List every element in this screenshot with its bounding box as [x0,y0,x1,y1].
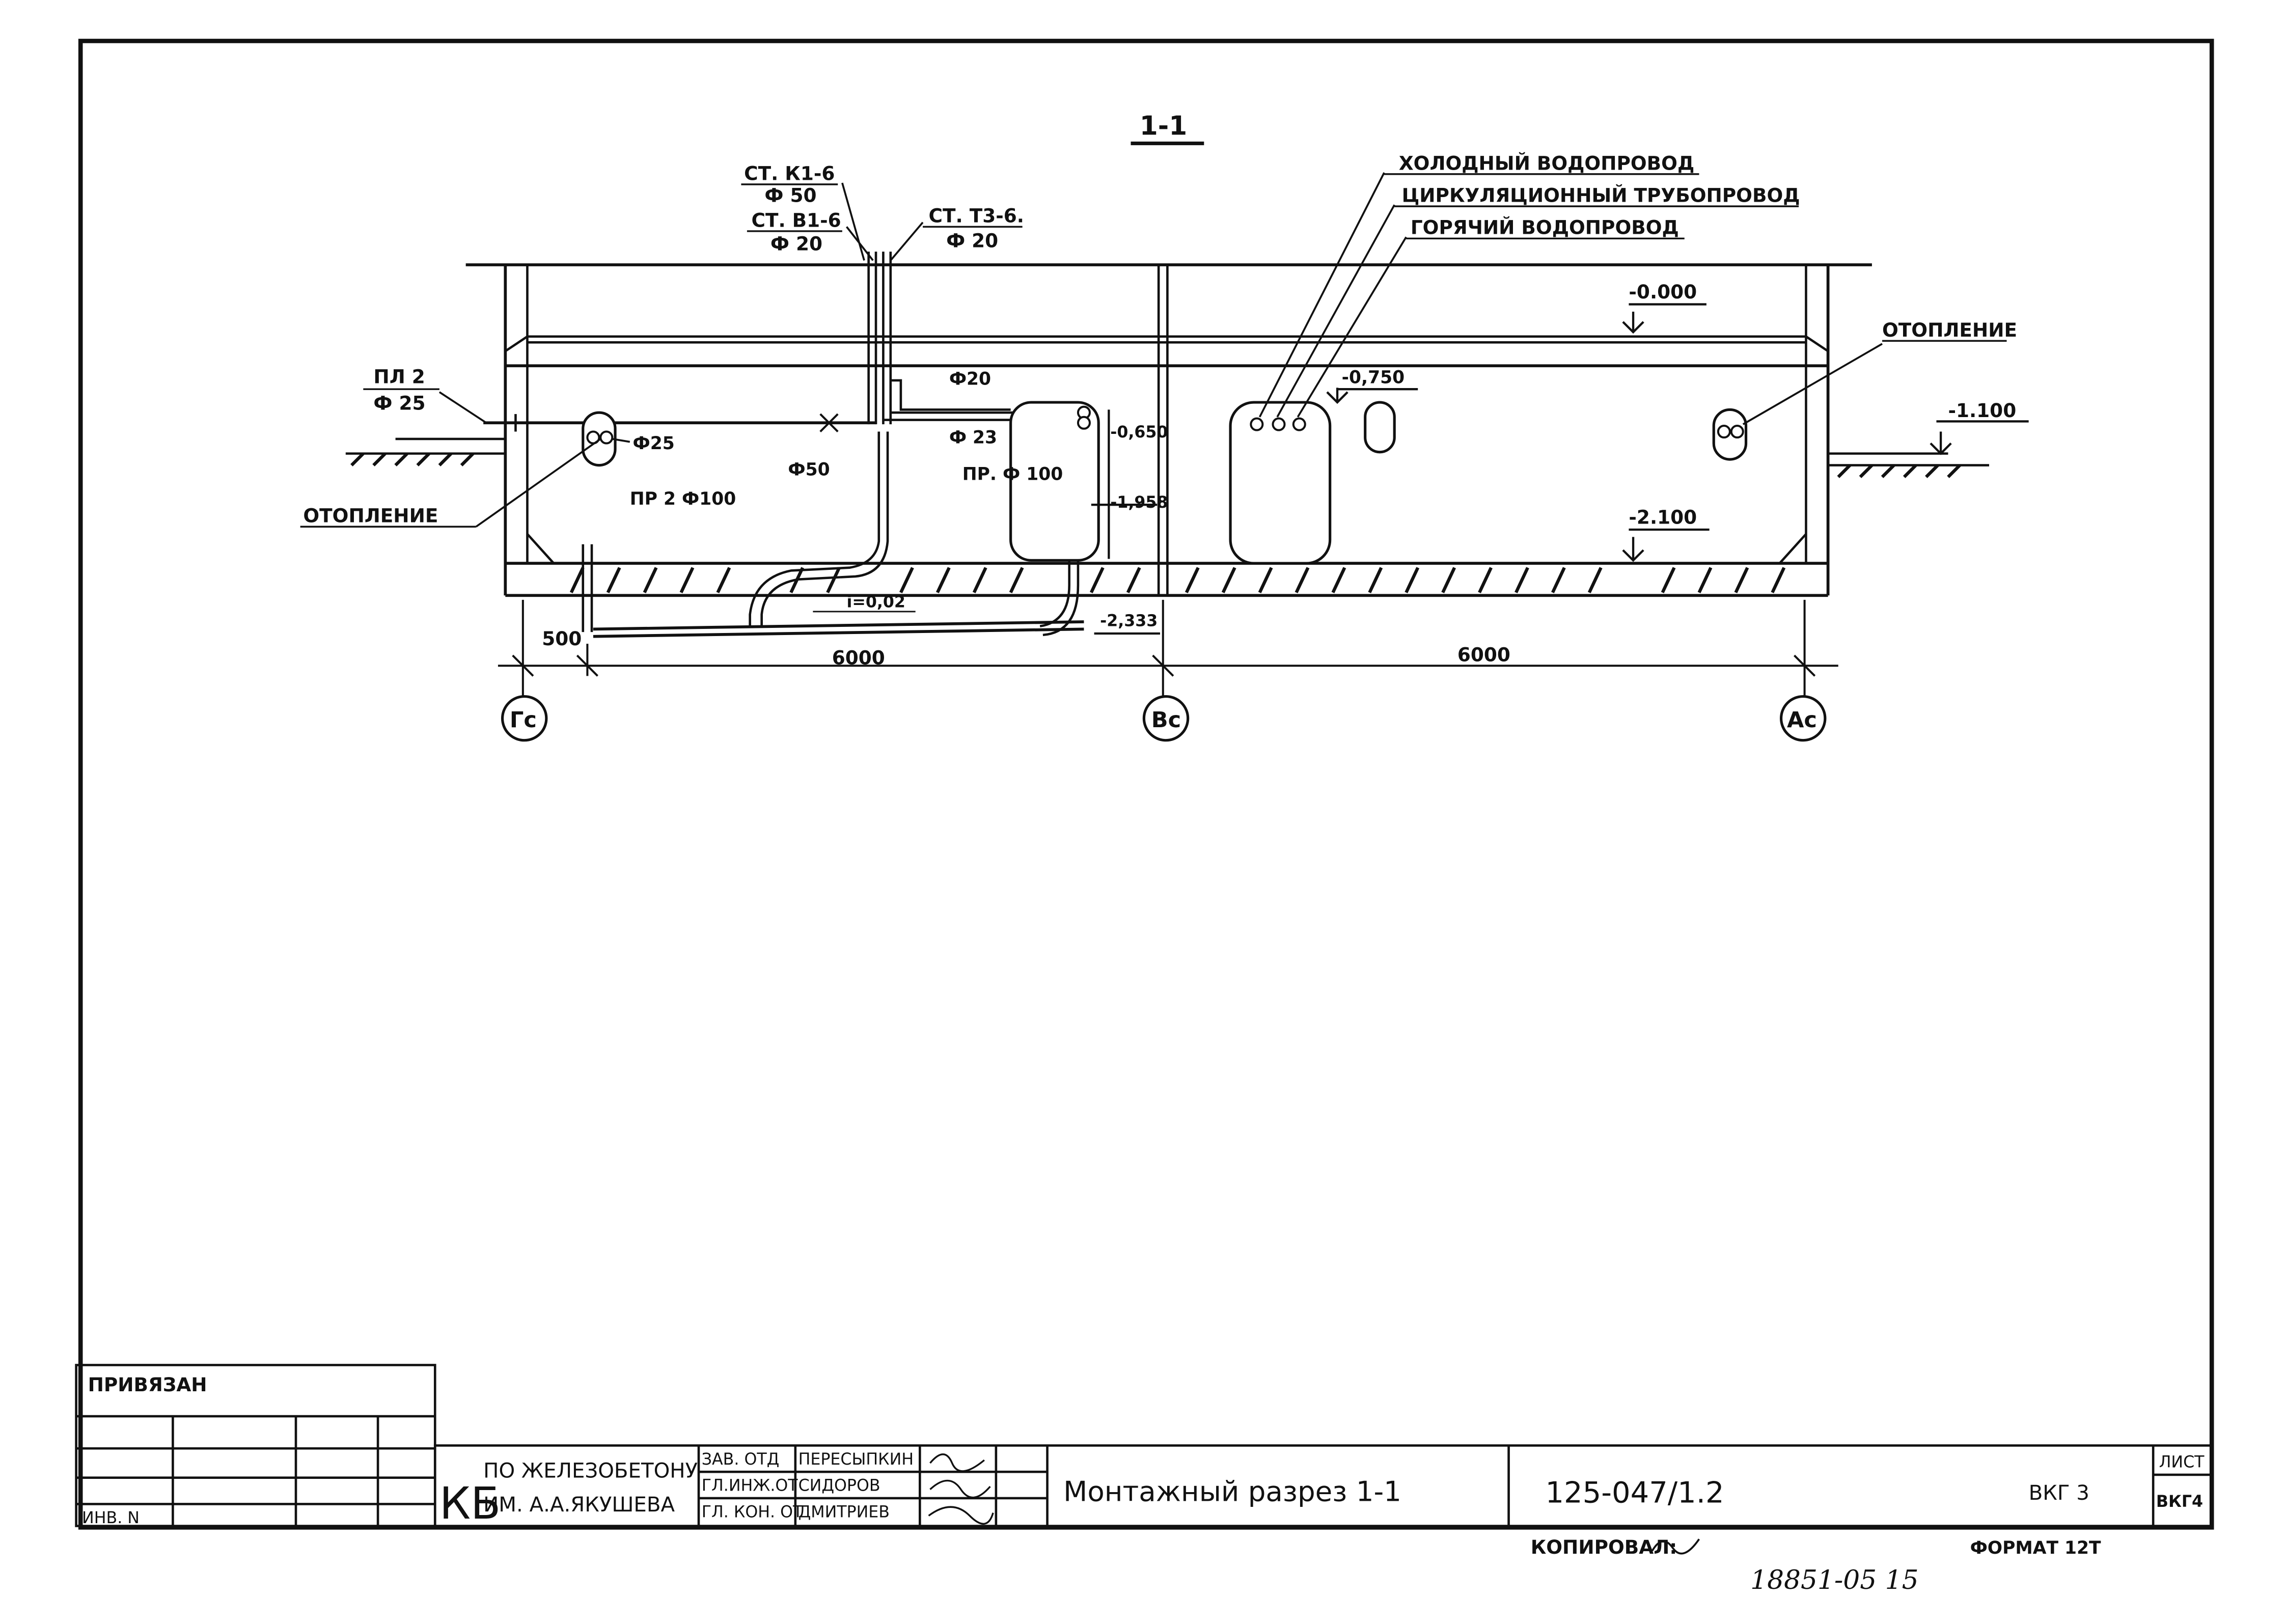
org-mark: КБ [439,1478,501,1529]
axis-label-gs: Гс [510,707,537,733]
role-3: ГЛ. КОН. ОТ [702,1503,803,1521]
name-3: ДМИТРИЕВ [799,1503,890,1521]
role-1: ЗАВ. ОТД [702,1450,780,1469]
building-section [345,263,1989,597]
axis-bubble-vs [1142,695,1190,742]
pl2-label: ПЛ 2 [373,366,425,388]
elevation-zero: -0.000 [1629,281,1697,303]
title-block [75,1364,2213,1527]
elevation-2100: -2.100 [1629,506,1697,529]
dia20-label: Ф20 [949,369,991,390]
dimension-lines [498,599,1838,700]
circulation-label: ЦИРКУЛЯЦИОННЫЙ ТРУБОПРОВОД [1402,184,1800,206]
riser-k1-diameter: Ф 50 [764,184,816,206]
piping [483,252,1091,638]
copied-signature [1651,1538,1700,1555]
cold-water-label: ХОЛОДНЫЙ ВОДОПРОВОД [1399,152,1694,174]
copied-label: КОПИРОВАЛ: [1531,1536,1677,1558]
stamp-number: 18851-05 15 [1750,1565,1918,1595]
leaders [438,172,1883,528]
pl2-diameter: Ф 25 [373,392,425,414]
name-1: ПЕРЕСЫПКИН [799,1450,914,1469]
dim-500: 500 [542,627,582,650]
riser-k1-label: СТ. К1-6 [744,162,835,184]
dim-6000-right: 6000 [1457,644,1510,666]
dia50-label: Ф50 [788,460,830,480]
org-line2: ИМ. А.А.ЯКУШЕВА [483,1493,675,1517]
floor-hatch [350,452,1961,593]
elevation-2333: -2,333 [1100,612,1158,630]
pr2-label: ПР 2 Ф100 [630,489,736,509]
org-line1: ПО ЖЕЛЕЗОБЕТОНУ [483,1460,698,1483]
doc-number: 125-047/1.2 [1545,1476,1724,1510]
dia25-label: Ф25 [633,433,675,454]
hot-water-label: ГОРЯЧИЙ ВОДОПРОВОД [1411,216,1679,239]
name-2: СИДОРОВ [799,1477,880,1495]
dia23-label: Ф 23 [949,428,997,448]
elevation-marks [1091,303,2029,635]
axis-label-as: Ас [1787,707,1817,733]
role-2: ГЛ.ИНЖ.ОТ [702,1477,799,1495]
format-label: ФОРМАТ 12Т [1970,1538,2101,1558]
riser-t3-label: СТ. Т3-6. [929,205,1024,227]
privyazan-label: ПРИВЯЗАН [88,1373,207,1396]
riser-t3-diameter: Ф 20 [946,230,998,252]
tanks [582,401,1748,565]
slope-label: i=0,02 [846,593,905,611]
pr-label: ПР. Ф 100 [962,464,1063,484]
axis-label-vs: Вс [1151,707,1181,733]
axis-bubble-gs [501,695,548,742]
elevation-0650: -0,650 [1110,423,1168,442]
list-value: ВКГ4 [2156,1493,2203,1511]
axis-bubbles [501,695,1827,742]
dim-6000-left: 6000 [832,646,885,669]
sheet-frame [78,39,2214,1530]
riser-v1-diameter: Ф 20 [770,232,822,255]
signatures [928,1453,994,1525]
sheet-title: Монтажный разрез 1-1 [1063,1475,1401,1508]
riser-v1-label: СТ. В1-6 [752,209,841,231]
elevation-1100: -1.100 [1948,399,2016,422]
heating-label-left: ОТОПЛЕНИЕ [303,505,438,527]
sheet-code: ВКГ 3 [2029,1481,2089,1505]
heating-label-right: ОТОПЛЕНИЕ [1882,319,2017,341]
axis-bubble-as [1779,695,1827,742]
list-label: ЛИСТ [2159,1453,2205,1472]
section-title: 1-1 [1140,111,1188,141]
inv-label: ИНВ. N [82,1509,140,1527]
elevation-1958: -1,958 [1110,493,1168,512]
elevation-0750: -0,750 [1342,368,1405,388]
